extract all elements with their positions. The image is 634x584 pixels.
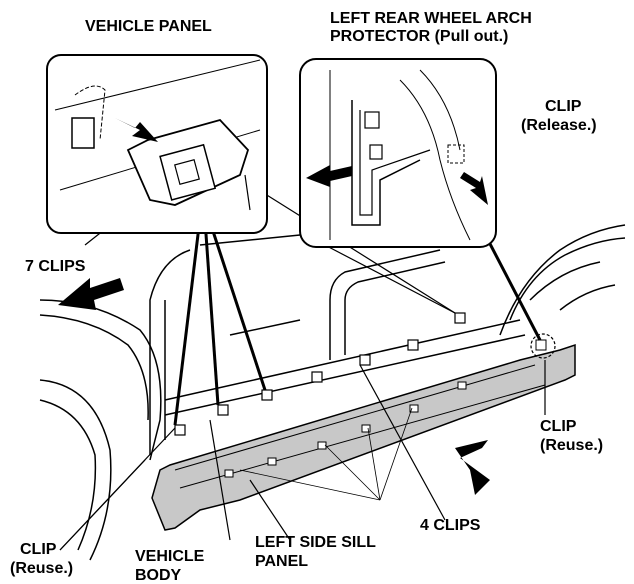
clip-fan-lines <box>239 407 413 501</box>
label-clip-reuse-left-line1: CLIP <box>20 541 57 558</box>
label-rear-arch-line2: PROTECTOR (Pull out.) <box>330 28 509 45</box>
label-vehicle-body-line1: VEHICLE <box>135 548 205 565</box>
label-clip-reuse-right-line1: CLIP <box>540 418 577 435</box>
vehicle-body-outline <box>39 224 626 561</box>
label-sill-panel-line1: LEFT SIDE SILL <box>255 534 376 551</box>
label-clip-reuse-right-line2: (Reuse.) <box>540 437 604 454</box>
direction-arrows <box>58 278 490 495</box>
inset-rear-arch <box>299 58 497 248</box>
label-clip-reuse-left-line2: (Reuse.) <box>10 560 74 577</box>
label-seven-clips: 7 CLIPS <box>25 258 86 275</box>
label-four-clips: 4 CLIPS <box>420 517 481 534</box>
label-vehicle-panel: VEHICLE PANEL <box>85 18 212 35</box>
label-clip-release-line2: (Release.) <box>521 117 597 134</box>
label-rear-arch-line1: LEFT REAR WHEEL ARCH <box>330 10 532 27</box>
sill-panel <box>151 312 576 531</box>
label-sill-panel-line2: PANEL <box>255 553 309 570</box>
inset-vehicle-panel <box>46 54 268 234</box>
label-clip-release-line1: CLIP <box>545 98 582 115</box>
label-vehicle-body-line2: BODY <box>135 567 182 584</box>
